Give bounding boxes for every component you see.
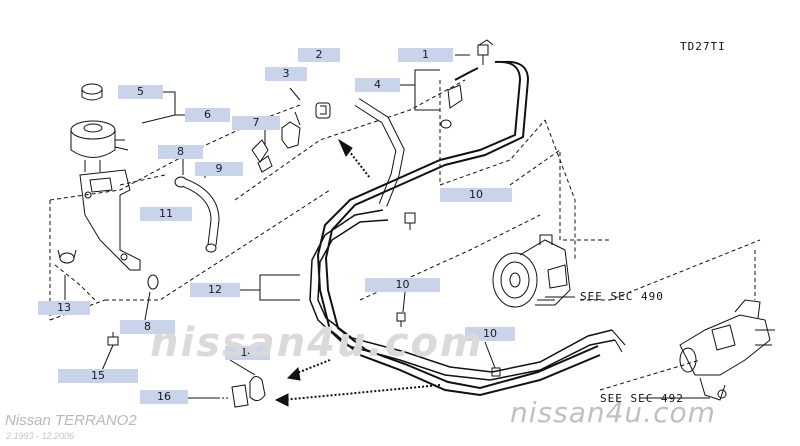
callout-part-10-lower[interactable]: 10 <box>465 327 515 341</box>
production-years-label: 2.1993 - 12.2006 <box>6 431 75 441</box>
callout-part-14[interactable]: 14 <box>225 346 270 360</box>
steering-line-tubes-drawing <box>309 209 626 381</box>
callout-part-10-middle[interactable]: 10 <box>365 278 440 292</box>
corner-watermark: nissan4u.com <box>510 396 716 429</box>
callout-part-6[interactable]: 6 <box>185 108 230 122</box>
callout-part-8[interactable]: 8 <box>158 145 203 159</box>
line-clamp-drawing <box>218 376 266 408</box>
callout-part-8-lower[interactable]: 8 <box>120 320 175 334</box>
vehicle-model-label: Nissan TERRANO2 <box>5 412 137 429</box>
center-watermark: nissan4u.com <box>150 320 484 366</box>
see-section-492[interactable]: SEE SEC 492 <box>600 392 684 405</box>
clamp-drawing <box>57 176 188 290</box>
reservoir-tank-drawing <box>70 120 129 172</box>
clip-parts-drawing <box>251 102 331 173</box>
callout-part-7[interactable]: 7 <box>232 116 280 130</box>
callout-part-16[interactable]: 16 <box>140 390 188 404</box>
callout-part-4[interactable]: 4 <box>355 78 400 92</box>
direction-arrows <box>274 359 441 407</box>
engine-code-label: TD27TI <box>680 40 726 53</box>
steering-gear-drawing <box>679 299 775 401</box>
reservoir-cap-drawing <box>81 83 103 101</box>
callout-part-9[interactable]: 9 <box>195 162 243 176</box>
bolt-drawing <box>107 39 501 377</box>
return-hose-drawing <box>316 44 601 397</box>
suction-hose-drawing <box>183 178 220 253</box>
callout-part-1[interactable]: 1 <box>398 48 453 62</box>
callout-part-10-upper[interactable]: 10 <box>440 188 512 202</box>
leader-lines <box>64 54 710 399</box>
reservoir-bracket-drawing <box>79 169 141 271</box>
see-section-490[interactable]: SEE SEC 490 <box>580 290 664 303</box>
callout-part-13[interactable]: 13 <box>38 301 90 315</box>
callout-part-5[interactable]: 5 <box>118 85 163 99</box>
assembly-dashed-lines <box>49 79 761 391</box>
callout-part-15[interactable]: 15 <box>58 369 138 383</box>
callout-part-12[interactable]: 12 <box>190 283 240 297</box>
power-steering-pump-drawing <box>492 234 571 308</box>
pressure-hose-drawing <box>337 98 405 207</box>
callout-part-3[interactable]: 3 <box>265 67 307 81</box>
callout-part-11[interactable]: 11 <box>140 207 192 221</box>
callout-part-2[interactable]: 2 <box>298 48 340 62</box>
